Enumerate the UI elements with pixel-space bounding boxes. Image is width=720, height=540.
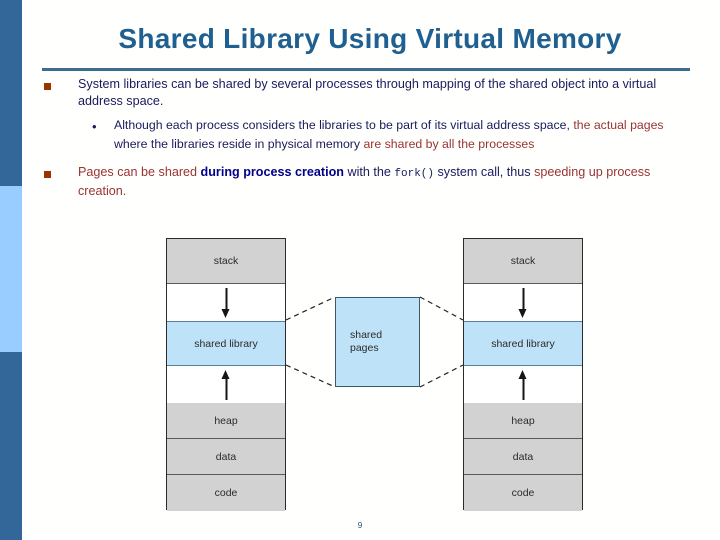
bullet-1-text: System libraries can be shared by severa… (78, 77, 657, 108)
left-row-gap-upper (167, 284, 285, 321)
bullet-2-text: Pages can be shared during process creat… (78, 164, 700, 200)
shared-pages-line-1: shared (350, 329, 383, 341)
right-row-data: data (464, 439, 582, 475)
bullet-1-sub-text: Although each process considers the libr… (114, 116, 700, 154)
arrow-down-icon (518, 288, 528, 318)
shared-library-diagram: stack shared library heap data code shar… (140, 230, 600, 520)
sidebar-band-bottom (0, 352, 22, 540)
left-row-stack: stack (167, 239, 285, 284)
right-process-address-space: stack shared library heap data code (463, 238, 583, 511)
right-row-code: code (464, 475, 582, 511)
b2-seg-2-emphasis: during process creation (200, 165, 344, 179)
sub-seg-4: are shared by all the processes (363, 137, 535, 151)
page-title: Shared Library Using Virtual Memory (118, 23, 622, 54)
sub-seg-2: the actual pages (573, 118, 664, 132)
left-process-address-space: stack shared library heap data code (166, 238, 286, 511)
right-row-heap: heap (464, 403, 582, 439)
shared-pages-line-2: pages (350, 342, 379, 354)
square-bullet-icon (44, 171, 51, 178)
decorative-sidebar (0, 0, 22, 540)
left-row-code: code (167, 475, 285, 511)
right-row-stack: stack (464, 239, 582, 284)
sidebar-spacer (22, 0, 30, 540)
right-row-gap-lower (464, 366, 582, 403)
sub-seg-1: Although each process considers the libr… (114, 118, 574, 132)
b2-seg-6: speeding up process creation. (78, 165, 651, 198)
left-row-gap-lower (167, 366, 285, 403)
content-body: System libraries can be shared by severa… (40, 76, 700, 202)
b2-seg-1: Pages can be shared (78, 165, 201, 179)
b2-seg-4-code: fork() (394, 168, 435, 180)
square-bullet-icon (44, 83, 51, 90)
dot-bullet-icon: • (92, 119, 97, 134)
b2-seg-5: system call, thus (434, 165, 535, 179)
bullet-item-1-sub: • Although each process considers the li… (40, 116, 700, 154)
sidebar-band-top (0, 0, 22, 186)
page-number: 9 (357, 520, 363, 530)
arrow-up-icon (221, 370, 231, 400)
title-divider (42, 68, 690, 71)
bullet-item-2: Pages can be shared during process creat… (40, 164, 700, 200)
right-row-shared-library: shared library (464, 321, 582, 366)
sub-seg-3: where the libraries reside in physical m… (114, 137, 364, 151)
shared-pages-box: shared pages (335, 297, 420, 387)
left-row-heap: heap (167, 403, 285, 439)
left-row-shared-library: shared library (167, 321, 285, 366)
right-row-gap-upper (464, 284, 582, 321)
arrow-up-icon (518, 370, 528, 400)
left-row-data: data (167, 439, 285, 475)
bullet-item-1: System libraries can be shared by severa… (40, 76, 700, 110)
arrow-down-icon (221, 288, 231, 318)
b2-seg-3: with the (344, 165, 395, 179)
sidebar-band-middle (0, 186, 22, 352)
